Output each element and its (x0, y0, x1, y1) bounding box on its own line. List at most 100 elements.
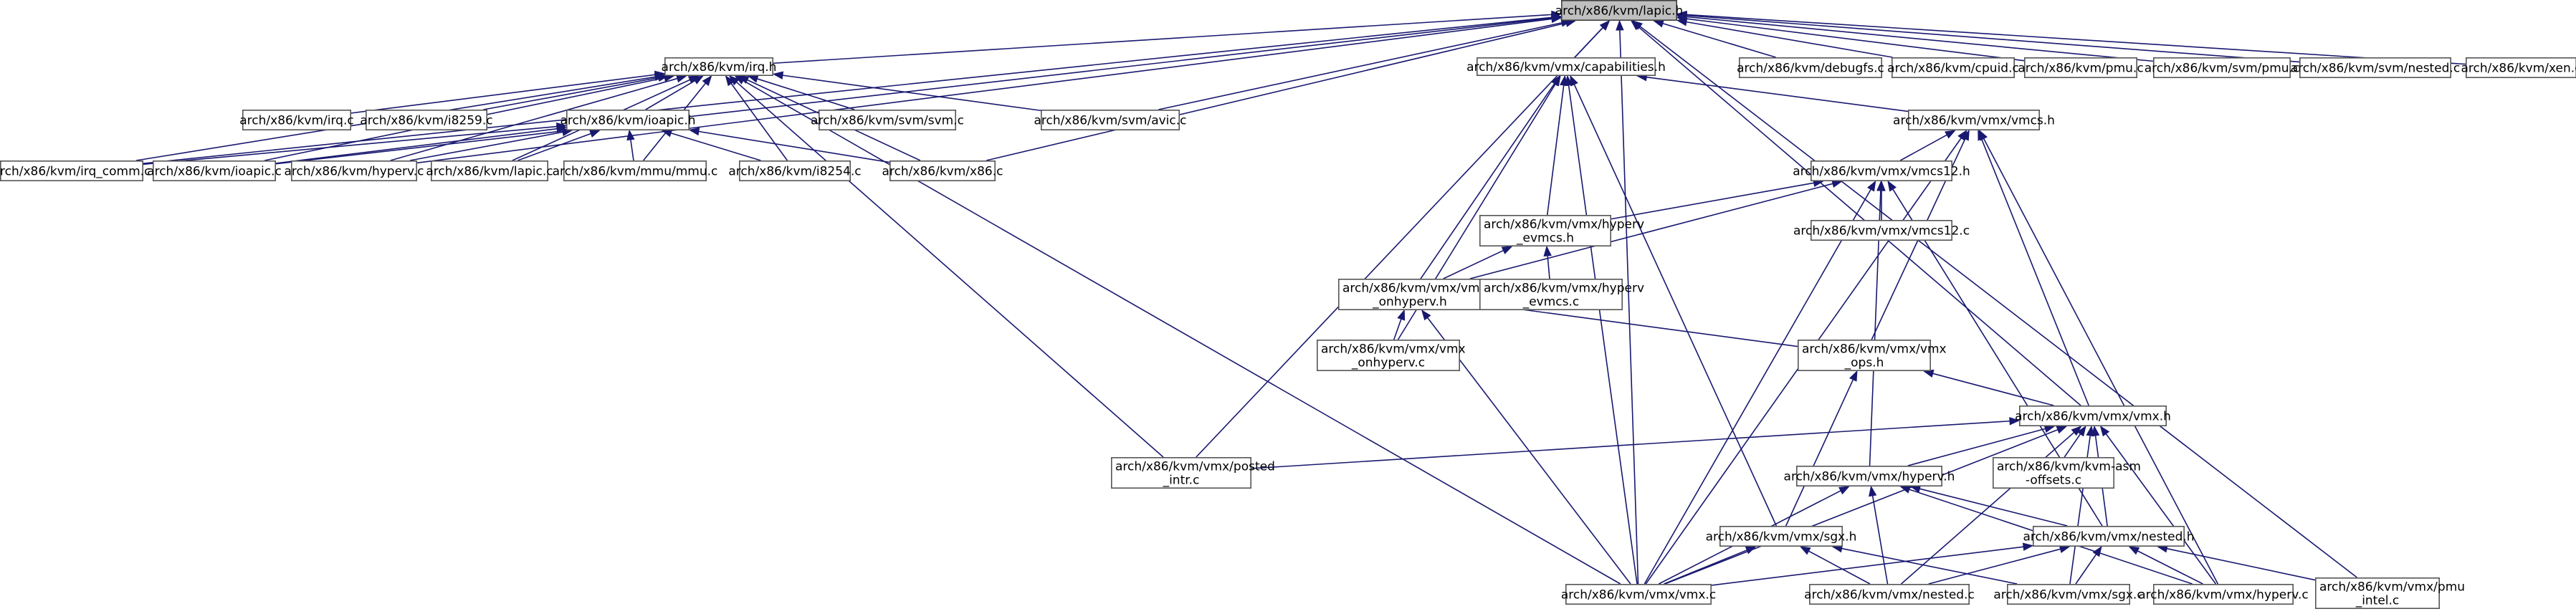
node-vmx-hyperv-h[interactable]: arch/x86/kvm/vmx/hyperv.h (1784, 465, 1955, 486)
edge-arrowhead (702, 75, 712, 87)
node-ioapic-h[interactable]: arch/x86/kvm/ioapic.h (560, 110, 696, 131)
edge-ioapic_h-to-irq_h (645, 75, 705, 110)
node-xen-c[interactable]: arch/x86/kvm/xen.c (2461, 57, 2576, 79)
node-irq-c[interactable]: arch/x86/kvm/irq.c (239, 110, 354, 131)
node-i8259-c[interactable]: arch/x86/kvm/i8259.c (360, 110, 493, 131)
node-label: arch/x86/kvm/vmx/hyperv.h (1784, 470, 1955, 484)
edge-line (1686, 21, 1893, 58)
node-vmx-ops-h[interactable]: arch/x86/kvm/vmx/vmx_ops.h (1798, 339, 1947, 371)
edge-hyperv_evmcs_c-to-hyperv_evmcs_h (1543, 245, 1552, 279)
edge-vmx_c-to-lapic_h (1616, 19, 1639, 585)
node-vmx-h[interactable]: arch/x86/kvm/vmx/vmx.h (2015, 405, 2171, 426)
node-capabilities-h[interactable]: arch/x86/kvm/vmx/capabilities.h (1466, 57, 1666, 77)
edge-sgx_c-to-vmx_h (2069, 425, 2094, 585)
node-hyperv-evmcs-h[interactable]: arch/x86/kvm/vmx/hyperv_evmcs.h (1479, 214, 1644, 246)
edge-line (1644, 188, 1871, 585)
edge-line (1443, 249, 1504, 279)
node-box (1338, 278, 1482, 310)
node-lapic-h[interactable]: arch/x86/kvm/lapic.h (1555, 0, 1684, 21)
edge-line (782, 75, 1041, 112)
edge-i8254_c-to-irq_h (725, 75, 788, 161)
node-vmcs-h[interactable]: arch/x86/kvm/vmx/vmcs.h (1893, 110, 2055, 131)
node-vmcs12-c[interactable]: arch/x86/kvm/vmx/vmcs12.c (1793, 219, 1970, 241)
node-vmcs12-h[interactable]: arch/x86/kvm/vmx/vmcs12.h (1793, 160, 1970, 182)
edge-vmx_onhyperv_h-to-hyperv_evmcs_h (1443, 246, 1513, 279)
edge-line (2064, 433, 2081, 458)
edge-arrowhead (2086, 425, 2094, 437)
node-pmu-c[interactable]: arch/x86/kvm/pmu.c (2018, 57, 2144, 79)
node-svm-pmu-c[interactable]: arch/x86/kvm/svm/pmu.c (2145, 57, 2300, 79)
node-box (1565, 583, 1712, 605)
edge-arrowhead (1745, 546, 1757, 555)
node-mmu-c[interactable]: arch/x86/kvm/mmu/mmu.c (553, 160, 718, 182)
edge-arrowhead (1421, 309, 1431, 321)
edge-line (1420, 83, 1555, 279)
node-i8254-c[interactable]: arch/x86/kvm/i8254.c (728, 160, 862, 182)
node-vmx-onhyperv-c[interactable]: arch/x86/kvm/vmx/vmx_onhyperv.c (1317, 339, 1466, 371)
node-box (153, 160, 276, 182)
node-ioapic-c[interactable]: arch/x86/kvm/ioapic.c (147, 160, 282, 182)
edge-line (1547, 255, 1550, 279)
node-label: arch/x86/kvm/kvm-asm (1997, 460, 2141, 474)
edge-arrowhead (1978, 129, 1988, 141)
edge-line (1469, 183, 1833, 279)
edge-arrowhead (1866, 180, 1876, 192)
node-hyperv-c[interactable]: arch/x86/kvm/hyperv.c (284, 160, 424, 182)
edge-line (517, 133, 591, 161)
node-cpuid-c[interactable]: arch/x86/kvm/cpuid.c (1887, 57, 2019, 79)
edge-arrowhead (1543, 245, 1552, 256)
edge-vmx_nested_c-to-nested_h (1928, 545, 2071, 585)
node-nested-h[interactable]: arch/x86/kvm/vmx/nested.h (2023, 525, 2195, 547)
edge-arrowhead (2076, 425, 2086, 437)
node-vmx-hyperv-c[interactable]: arch/x86/kvm/vmx/hyperv.c (2138, 583, 2309, 605)
node-avic-c[interactable]: arch/x86/kvm/svm/avic.c (1034, 110, 1187, 131)
node-kvm-asm-offsets-c[interactable]: arch/x86/kvm/kvm-asm-offsets.c (1993, 456, 2141, 489)
node-box (563, 160, 707, 182)
edge-line (698, 130, 890, 163)
node-posted-intr-c[interactable]: arch/x86/kvm/vmx/posted_intr.c (1111, 456, 1275, 489)
edge-line (275, 17, 1552, 165)
edge-line (1932, 373, 2054, 406)
node-hyperv-evmcs-c[interactable]: arch/x86/kvm/vmx/hyperv_evmcs.c (1479, 278, 1644, 310)
edge-vmcs_h-to-capabilities_h (1636, 73, 1909, 112)
node-label: arch/x86/kvm/vmx/capabilities.h (1466, 60, 1666, 75)
edge-vmx_c-to-capabilities_h (1564, 75, 1638, 585)
edge-arrowhead (1869, 485, 1877, 497)
node-vmx-c[interactable]: arch/x86/kvm/vmx/vmx.c (1561, 583, 1716, 605)
node-box (290, 160, 417, 182)
edge-line (630, 139, 634, 161)
node-pmu-intel-c[interactable]: arch/x86/kvm/vmx/pmu_intel.c (2315, 577, 2465, 609)
node-irq-comm-c[interactable]: arch/x86/kvm/irq_comm.c (0, 160, 151, 182)
edge-arrowhead (1653, 19, 1664, 28)
edge-line (645, 80, 696, 110)
edge-line (1871, 495, 1889, 585)
node-vmx-onhyperv-h[interactable]: arch/x86/kvm/vmx/vmx_onhyperv.h (1338, 278, 1487, 310)
edge-arrowhead (1957, 129, 1967, 141)
node-label: arch/x86/kvm/svm/nested.c (2291, 62, 2460, 76)
edge-line (1490, 304, 1798, 347)
node-sgx-h[interactable]: arch/x86/kvm/vmx/sgx.h (1706, 525, 1857, 547)
node-label: arch/x86/kvm/svm/avic.c (1034, 114, 1187, 128)
node-box (2153, 57, 2291, 79)
node-box (2024, 57, 2138, 79)
edge-vmx_c-to-vmcs12_h (1644, 180, 1876, 585)
edge-line (2166, 547, 2316, 581)
node-x86-c[interactable]: arch/x86/kvm/x86.c (882, 160, 1003, 182)
node-box (2315, 577, 2441, 609)
edge-arrowhead (1501, 246, 1513, 254)
edge-arrowhead (1849, 370, 1858, 382)
node-svm-c[interactable]: arch/x86/kvm/svm/svm.c (811, 110, 964, 131)
node-vmx-nested-c[interactable]: arch/x86/kvm/vmx/nested.c (1804, 583, 1975, 605)
node-irq-h[interactable]: arch/x86/kvm/irq.h (662, 57, 777, 77)
edge-arrowhead (1550, 14, 1563, 24)
edge-vmx_hyperv_h-to-vmx_h (1907, 424, 2056, 466)
node-debugfs-c[interactable]: arch/x86/kvm/debugfs.c (1737, 57, 1884, 79)
node-label: arch/x86/kvm/vmx/hyperv (1484, 282, 1644, 296)
node-sgx-c[interactable]: arch/x86/kvm/vmx/sgx.c (1993, 583, 2144, 605)
edge-line (986, 22, 1567, 161)
node-label: arch/x86/kvm/svm/svm.c (811, 114, 964, 128)
edge-line (1983, 138, 2219, 585)
node-lapic-c[interactable]: arch/x86/kvm/lapic.c (426, 160, 553, 182)
node-svm-nested-c[interactable]: arch/x86/kvm/svm/nested.c (2291, 57, 2460, 79)
